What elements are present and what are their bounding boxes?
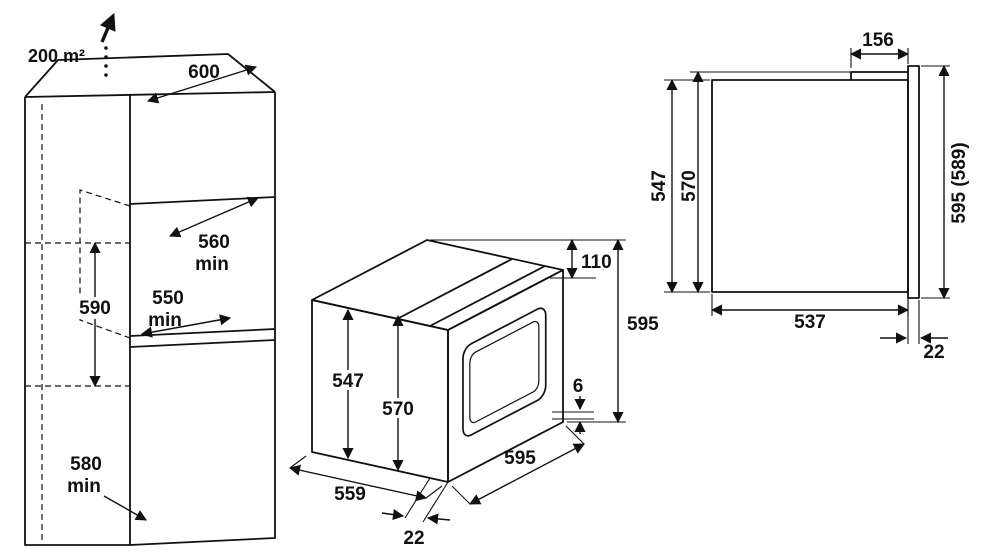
ventilation-area-label: 200 m² [28,46,85,66]
unit-depth-label: 580 [70,454,102,475]
oven-figure: 110 595 6 595 559 22 547 570 [288,238,659,549]
oven-outline [311,239,564,483]
niche-width-label: 560 [198,232,230,253]
oven-total-height-label: 595 [627,314,659,335]
unit-depth-min-label: min [67,476,101,497]
niche-height-label: 590 [79,298,111,319]
niche-width-min-label: min [195,254,229,275]
cabinet-hidden-lines [25,104,131,543]
ventilation-arrow-icon [99,12,116,77]
label-backing [325,370,371,390]
side-view-dimension-lines [664,48,950,344]
oven-width-label: 595 [504,448,536,469]
oven-door-window [463,305,546,439]
top-depth-label: 600 [188,62,220,83]
side-overall-height-label: 595 (589) [949,142,970,223]
cabinet-outline [24,53,276,546]
niche-depth-label: 550 [152,288,184,309]
side-body-depth-label: 537 [794,312,826,333]
side-view-figure: 156 547 570 595 (589) 537 22 [649,30,970,363]
label-backing [70,297,120,319]
oven-bottom-gap-label: 6 [573,376,584,397]
side-view-outline [711,65,920,299]
niche-depth-min-label: min [148,310,182,331]
oven-body-height-label: 547 [332,371,364,392]
oven-dimension-lines [288,238,626,525]
oven-door-thickness-label: 22 [403,528,424,549]
label-backing [375,398,421,418]
oven-top-height-label: 110 [581,252,612,273]
oven-door-height-label: 570 [382,399,414,420]
side-door-thickness-label: 22 [923,342,944,363]
side-body-height-label: 547 [649,170,670,202]
cabinet-figure: 200 m² 600 560 min 590 550 min 580 min [24,12,276,546]
side-door-height-label: 570 [679,170,700,202]
oven-depth-label: 559 [334,484,366,505]
side-top-section-depth-label: 156 [862,30,894,51]
